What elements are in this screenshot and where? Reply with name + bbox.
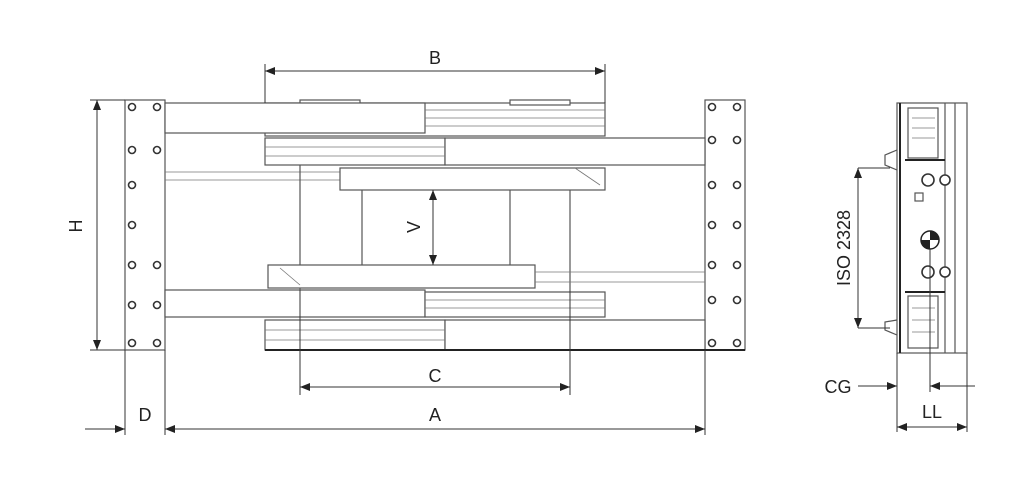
dimension-label-ll: LL — [922, 402, 942, 422]
dimension-label-d: D — [139, 405, 152, 425]
side-dimension-lines — [854, 167, 975, 432]
dimension-label-v: V — [404, 221, 424, 233]
front-view — [124, 99, 746, 351]
dimension-label-iso: ISO 2328 — [834, 210, 854, 286]
left-plate-holes — [127, 102, 162, 348]
dimension-lines — [85, 64, 706, 435]
dimension-label-h: H — [66, 220, 86, 233]
lower-beams — [164, 264, 745, 351]
dimension-label-b: B — [429, 48, 441, 68]
dimension-label-c: C — [429, 366, 442, 386]
side-view — [884, 102, 968, 354]
dimension-label-a: A — [429, 405, 441, 425]
dimension-label-cg: CG — [825, 377, 852, 397]
right-plate-holes — [707, 102, 742, 348]
upper-beams — [164, 99, 706, 191]
